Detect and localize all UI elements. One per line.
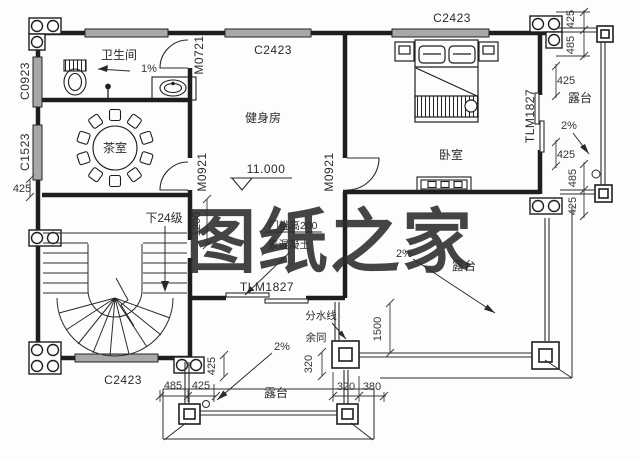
note-rest-same: 余同 (306, 331, 327, 344)
window-label-c0923: C0923 (18, 62, 32, 100)
dim-right-485: 485 (567, 169, 579, 187)
dim-bottom-left-425: 425 (192, 380, 210, 392)
dim-top-right-425: 425 (565, 10, 577, 28)
windows (32, 28, 490, 363)
sliding-door-tlm1827-center-leaf2 (264, 298, 309, 304)
window-label-c1523: C1523 (18, 133, 32, 171)
sink-counter (151, 76, 197, 101)
dim-top-right-485: 485 (565, 36, 577, 54)
window-label-c2423-bedroom: C2423 (433, 11, 471, 25)
door-m0921-bedroom-swing (346, 157, 380, 191)
level-value: 11.000 (247, 162, 286, 176)
slope-label-terrace-right: 2% (561, 120, 577, 132)
dim-1500: 1500 (372, 317, 384, 341)
pier-top-left (28, 17, 62, 51)
dim-balcony-320: 320 (337, 381, 355, 393)
door-label-m0921-tea: M0921 (195, 152, 209, 191)
window-label-c2423-stair: C2423 (104, 373, 142, 387)
dim-right-425-a: 425 (557, 75, 575, 87)
room-label-terrace-lower: 露台 (452, 258, 476, 273)
slope-label-balcony: 2% (274, 341, 290, 353)
dim-right-425-b: 425 (557, 149, 575, 161)
note-concrete: 素混凝土 (268, 238, 310, 251)
door-label-m0721: M0721 (192, 35, 206, 74)
door-m0721-swing (159, 39, 189, 69)
floor-drain (105, 83, 111, 101)
window-c2423-gym (224, 28, 312, 38)
door-label-tlm1827-right: TLM1827 (523, 89, 537, 143)
dim-bottom-left-425-v: 425 (206, 357, 218, 375)
window-c2423-stair (74, 353, 159, 363)
room-label-tea: 茶室 (103, 140, 127, 155)
room-label-balcony: 露台 (264, 385, 288, 400)
bedroom-cabinet (416, 176, 472, 193)
double-bed (394, 39, 499, 123)
window-top-left (84, 28, 169, 38)
window-label-c2423-gym: C2423 (254, 43, 292, 57)
room-label-terrace-right: 露台 (568, 90, 592, 105)
pier-stair-bottom (28, 341, 62, 375)
sliding-door-tlm1827-right-leaf2 (539, 120, 545, 153)
slope-label-bathroom: 1% (141, 63, 157, 75)
pier-top-right (529, 15, 563, 49)
note-water-divide: 分水线 (305, 309, 337, 322)
dim-balcony-320-v: 320 (303, 355, 315, 373)
dim-bottom-left-485: 485 (164, 380, 182, 392)
terrace-outer-edges (162, 206, 573, 441)
doors (159, 39, 545, 304)
staircase (43, 226, 187, 357)
door-label-m0921-bedroom: M0921 (322, 152, 336, 191)
toilet (63, 59, 87, 96)
level-marker (230, 177, 292, 191)
watermark-text: 图纸之家 (186, 204, 474, 282)
terrace-railings (184, 27, 606, 416)
room-label-bathroom: 卫生间 (101, 48, 137, 62)
room-label-bedroom: 卧室 (439, 147, 463, 162)
slope-arrows (97, 65, 590, 401)
dim-balcony-380: 380 (363, 381, 381, 393)
door-label-tlm1827-center: TLM1827 (240, 280, 294, 294)
stair-inner-rail (87, 244, 143, 318)
room-label-gym: 健身房 (245, 110, 281, 125)
dim-1200: 1200 (191, 212, 203, 236)
dim-left-425: 425 (13, 183, 31, 195)
slope-label-terrace-lower: 2% (396, 248, 412, 260)
stair-winders (56, 297, 174, 357)
tea-table (76, 108, 154, 188)
drain-circle-balcony (202, 400, 210, 408)
pier-stair-top (28, 229, 62, 247)
window-c0923 (32, 56, 43, 108)
pier-bedroom-corner (529, 197, 563, 215)
window-c2423-bedroom (391, 28, 490, 38)
window-c1523 (32, 124, 43, 181)
dim-right-425-c: 425 (567, 197, 579, 215)
note-threshold: 门槛高200 (268, 219, 317, 232)
stair-direction-label: 下24级 (145, 211, 182, 225)
door-m0921-tea-swing (159, 161, 189, 191)
ornamental-piers (28, 15, 563, 375)
stair-break-line (115, 277, 135, 327)
sliding-door-tlm1827-right-leaf1 (534, 92, 540, 125)
terrace-posts (178, 25, 614, 425)
dimension-lines (25, 7, 590, 402)
drain-circle-right (591, 169, 601, 179)
